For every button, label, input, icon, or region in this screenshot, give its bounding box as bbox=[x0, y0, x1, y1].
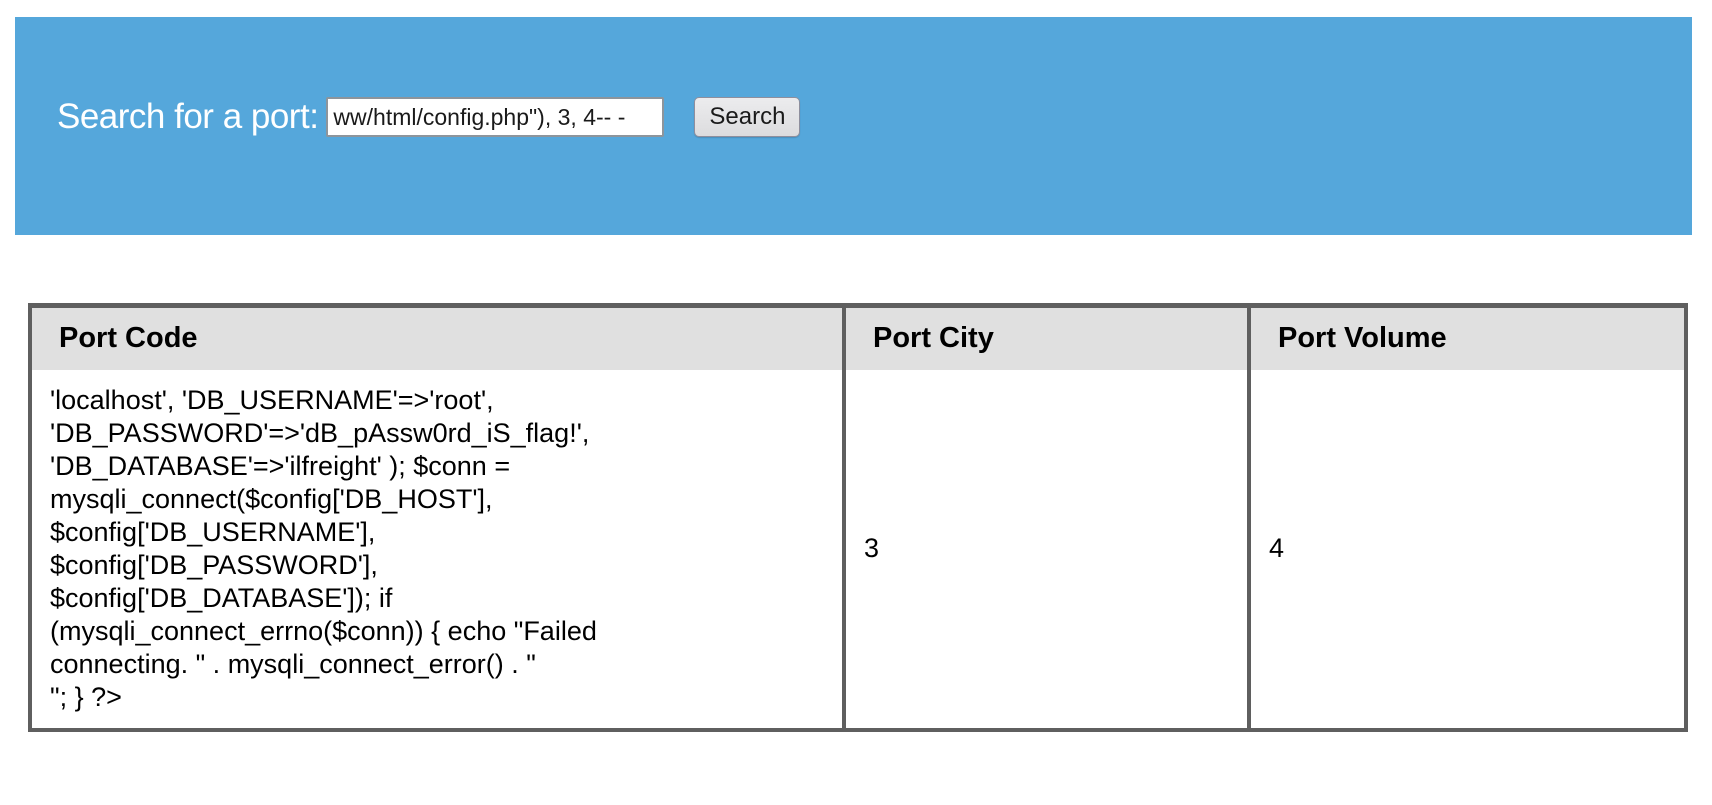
cell-port-volume: 4 bbox=[1247, 369, 1688, 730]
table-row: 'localhost', 'DB_USERNAME'=>'root', 'DB_… bbox=[28, 369, 1688, 730]
port-search-input[interactable] bbox=[326, 97, 665, 137]
ports-results-table: Port Code Port City Port Volume 'localho… bbox=[28, 303, 1688, 732]
column-header-port-code: Port Code bbox=[28, 305, 846, 370]
cell-port-city: 3 bbox=[842, 369, 1251, 730]
cell-port-code: 'localhost', 'DB_USERNAME'=>'root', 'DB_… bbox=[28, 369, 846, 730]
column-header-port-volume: Port Volume bbox=[1247, 305, 1688, 370]
ports-search-page: Search for a port: Search Port Code Port… bbox=[0, 17, 1712, 805]
search-label: Search for a port: bbox=[57, 97, 319, 136]
port-search-form: Search for a port: Search bbox=[57, 97, 801, 137]
search-button[interactable]: Search bbox=[694, 97, 801, 137]
search-banner: Search for a port: Search bbox=[15, 17, 1692, 235]
column-header-port-city: Port City bbox=[842, 305, 1251, 370]
table-header-row: Port Code Port City Port Volume bbox=[28, 305, 1688, 370]
